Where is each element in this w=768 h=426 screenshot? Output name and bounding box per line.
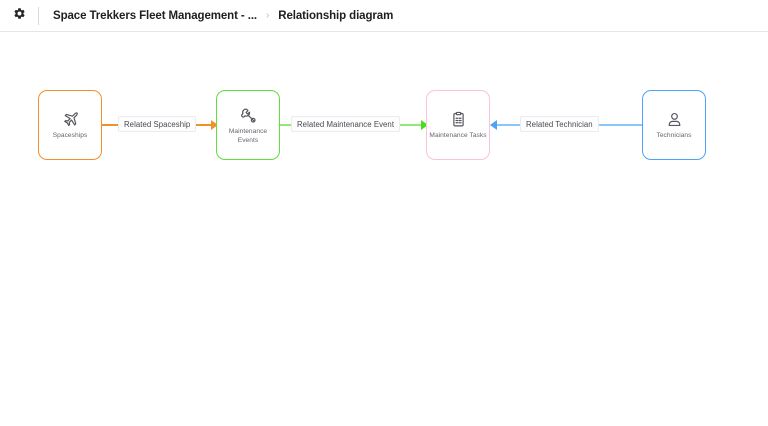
node-spaceships[interactable]: Spaceships: [38, 90, 102, 160]
arrow-head-right-icon: [421, 120, 428, 130]
gear-icon: [13, 7, 26, 25]
app-header: Space Trekkers Fleet Management - ... › …: [0, 0, 768, 32]
page-title: Relationship diagram: [278, 9, 394, 22]
wrench-icon: [238, 105, 258, 125]
settings-button[interactable]: [8, 5, 30, 27]
node-label: Maintenance Tasks: [429, 132, 487, 140]
breadcrumb-app-title[interactable]: Space Trekkers Fleet Management - ...: [53, 9, 258, 22]
node-technicians[interactable]: Technicians: [642, 90, 706, 160]
edge-label-related-maintenance-event[interactable]: Related Maintenance Event: [291, 116, 401, 132]
edge-label-related-spaceship[interactable]: Related Spaceship: [118, 116, 197, 132]
clipboard-icon: [448, 109, 468, 129]
arrow-head-left-icon: [490, 120, 497, 130]
arrow-head-right-icon: [211, 120, 218, 130]
edge-label-related-technician[interactable]: Related Technician: [520, 116, 599, 132]
node-label: Technicians: [656, 132, 692, 140]
diagram-canvas[interactable]: Related Spaceship Related Maintenance Ev…: [0, 32, 768, 426]
node-label: Maintenance Events: [228, 128, 268, 144]
airplane-icon: [60, 109, 80, 129]
node-maintenance-tasks[interactable]: Maintenance Tasks: [426, 90, 490, 160]
user-icon: [664, 109, 684, 129]
chevron-right-icon: ›: [266, 9, 270, 21]
node-label: Spaceships: [52, 132, 88, 140]
breadcrumb: Space Trekkers Fleet Management - ... › …: [53, 10, 393, 22]
node-maintenance-events[interactable]: Maintenance Events: [216, 90, 280, 160]
header-divider: [38, 6, 39, 25]
